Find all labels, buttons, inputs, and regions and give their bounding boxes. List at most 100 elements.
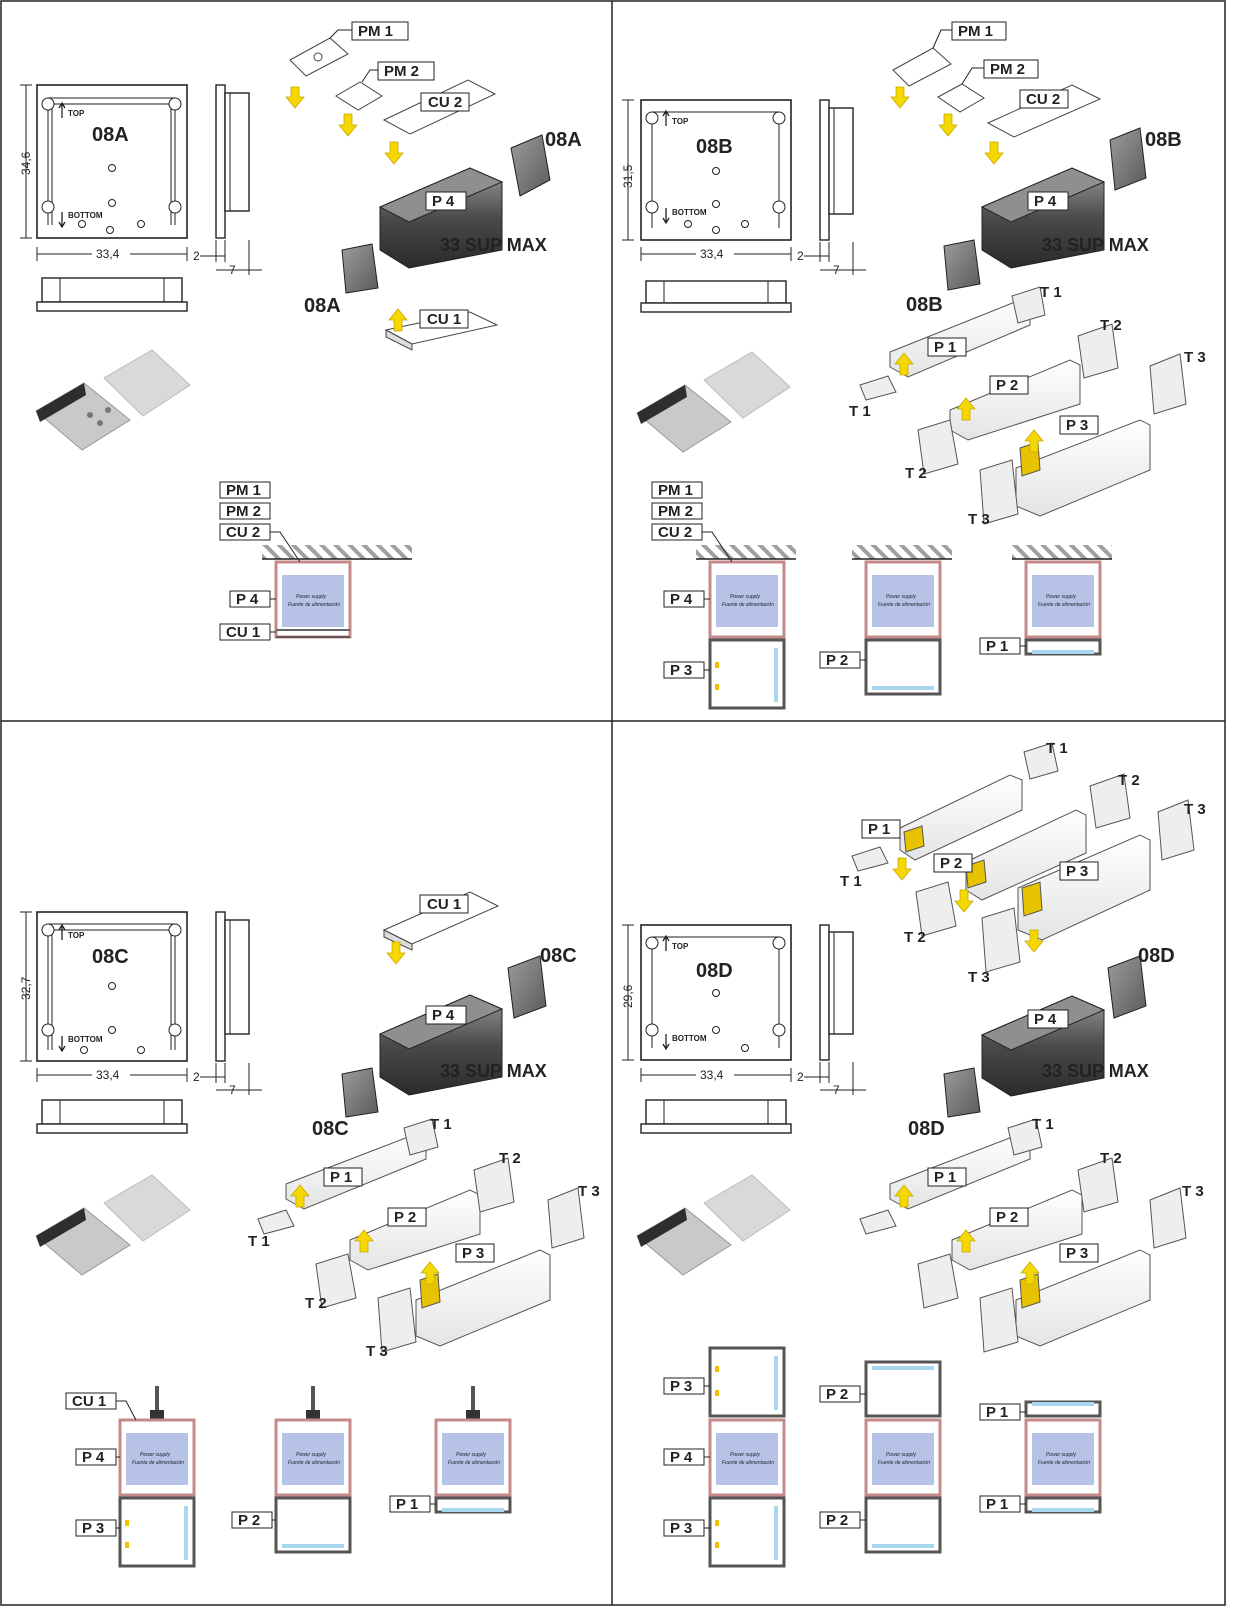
t-label: T 3 xyxy=(968,511,990,528)
dim-side-a: 2 xyxy=(797,1070,804,1084)
cap-code: 08D xyxy=(696,960,733,982)
kit-labels: P 4 08D 08D 33 SUP MAX T 1 T 2 T 3 T 1 T… xyxy=(840,740,1206,1263)
psu-text-2: Fuente de alimentación xyxy=(288,1460,340,1466)
t-label: T 3 xyxy=(1184,349,1206,366)
side-label: P 4 xyxy=(82,1449,105,1466)
side-label: P 2 xyxy=(826,1512,848,1529)
dim-side-a: 2 xyxy=(797,249,804,263)
profile-name: 33 SUP MAX xyxy=(1042,1061,1149,1081)
side-label: P 1 xyxy=(986,638,1008,655)
t-label: T 2 xyxy=(1100,317,1122,334)
t-label: T 2 xyxy=(305,1295,327,1312)
stack-label-pm2: PM 2 xyxy=(658,503,693,520)
label-pm1: PM 1 xyxy=(358,23,393,40)
p-label: P 3 xyxy=(462,1245,484,1262)
top-label: TOP xyxy=(672,942,689,951)
psu-text-1: Power supply xyxy=(886,594,917,600)
dim-side-a: 2 xyxy=(193,249,200,263)
endcap-photo xyxy=(636,1174,791,1276)
exploded-assembly xyxy=(859,47,1187,525)
kit-labels: PM 1 PM 2 CU 2 P 4 08B 08B 33 SUP MAX T … xyxy=(849,21,1206,528)
dim-width: 33,4 xyxy=(96,247,120,261)
side-label: P 2 xyxy=(826,1386,848,1403)
stack-label-pm1: PM 1 xyxy=(658,482,693,499)
t-label: T 1 xyxy=(840,873,862,890)
psu-text-2: Fuente de alimentación xyxy=(1038,1460,1090,1466)
side-label: P 3 xyxy=(670,1520,692,1537)
psu-text-2: Fuente de alimentación xyxy=(878,1460,930,1466)
p-label: P 3 xyxy=(1066,417,1088,434)
t-label: T 3 xyxy=(968,969,990,986)
cross-section-3: Power supply Fuente de alimentación P 1 … xyxy=(979,1400,1102,1514)
cap-code: 08C xyxy=(92,946,129,968)
cap-code-left: 08D xyxy=(908,1118,945,1140)
top-label: TOP xyxy=(68,931,85,940)
endcap-photo xyxy=(636,351,791,453)
dim-side-b: 7 xyxy=(833,263,840,277)
exploded-assembly xyxy=(285,37,551,351)
label-pm1: PM 1 xyxy=(958,23,993,40)
t-label: T 2 xyxy=(904,929,926,946)
cross-section-2: Power supply Fuente de alimentación P 2 … xyxy=(819,1360,942,1554)
t-label: T 1 xyxy=(248,1233,270,1250)
endcap-side-view: 2 7 xyxy=(193,84,262,277)
psu-text-1: Power supply xyxy=(730,1452,761,1458)
side-label: P 3 xyxy=(670,1378,692,1395)
exploded-assembly xyxy=(851,742,1195,1353)
kit-labels: CU 1 P 4 08C 08C 33 SUP MAX T 1 T 2 T 3 … xyxy=(248,894,600,1360)
p-label: P 1 xyxy=(934,339,956,356)
endcap-side-view: 2 7 xyxy=(797,99,866,277)
cap-code-left: 08C xyxy=(312,1118,349,1140)
cross-section-2: Power supply Fuente de alimentación P 2 xyxy=(231,1386,352,1554)
label-p4: P 4 xyxy=(432,1007,455,1024)
t-label: T 3 xyxy=(578,1183,600,1200)
label-p4: P 4 xyxy=(432,193,455,210)
endcap-top-view xyxy=(640,280,792,313)
bottom-label: BOTTOM xyxy=(672,208,707,217)
cap-code: 08A xyxy=(92,124,129,146)
panel-08a: TOP BOTTOM 08A 34,6 33,4 2 7 xyxy=(19,21,582,641)
endcap-side-view: 2 7 xyxy=(797,924,866,1097)
side-label: P 1 xyxy=(396,1496,418,1513)
endcap-front-view: TOP BOTTOM 08A 34,6 33,4 xyxy=(19,84,188,261)
dim-height: 32,7 xyxy=(19,976,33,1000)
stack-label-pm2: PM 2 xyxy=(226,503,261,520)
side-label: P 4 xyxy=(670,1449,693,1466)
p-label: P 1 xyxy=(330,1169,352,1186)
bottom-label: BOTTOM xyxy=(68,1035,103,1044)
endcap-front-view: TOP BOTTOM 08B 31,5 33,4 xyxy=(621,99,792,261)
label-p4: P 4 xyxy=(1034,1011,1057,1028)
profile-name: 33 SUP MAX xyxy=(440,1061,547,1081)
t-label: T 1 xyxy=(849,403,871,420)
psu-text-1: Power supply xyxy=(886,1452,917,1458)
cap-code-left: 08A xyxy=(304,295,341,317)
p-label: P 3 xyxy=(1066,1245,1088,1262)
t-label: T 1 xyxy=(1046,740,1068,757)
stack-label-cu2: CU 2 xyxy=(226,524,260,541)
endcap-side-view: 2 7 xyxy=(193,911,262,1097)
cap-code: 08B xyxy=(696,136,733,158)
cap-code-right: 08A xyxy=(545,129,582,151)
t-label: T 2 xyxy=(1100,1150,1122,1167)
endcap-top-view xyxy=(640,1099,792,1134)
label-cu1: CU 1 xyxy=(427,311,461,328)
psu-text-2: Fuente de alimentación xyxy=(878,602,930,608)
p-label: P 2 xyxy=(940,855,962,872)
p-label: P 1 xyxy=(934,1169,956,1186)
t-label: T 1 xyxy=(430,1116,452,1133)
cap-code-right: 08C xyxy=(540,945,577,967)
p-label: P 2 xyxy=(996,1209,1018,1226)
psu-text-1: Power supply xyxy=(296,1452,327,1458)
cap-code-left: 08B xyxy=(906,294,943,316)
kit-labels: PM 1 PM 2 CU 2 P 4 CU 1 08A 08A 33 SUP M… xyxy=(304,21,582,329)
dim-side-b: 7 xyxy=(229,263,236,277)
cross-section: Power supply Fuente de alimentación PM 1… xyxy=(219,481,412,641)
profile-name: 33 SUP MAX xyxy=(1042,235,1149,255)
psu-text-1: Power supply xyxy=(456,1452,487,1458)
side-label-p4: P 4 xyxy=(236,591,259,608)
cap-code-right: 08D xyxy=(1138,945,1175,967)
t-label: T 1 xyxy=(1040,284,1062,301)
side-label: P 2 xyxy=(238,1512,260,1529)
